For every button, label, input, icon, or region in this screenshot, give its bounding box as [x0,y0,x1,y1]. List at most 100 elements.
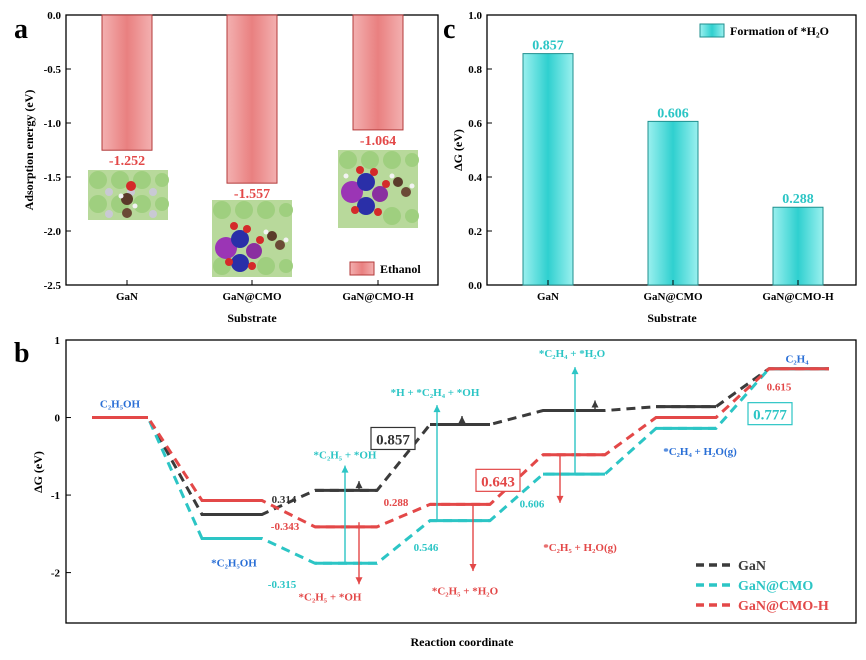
panel-a-x-axis-label: Substrate [227,311,277,325]
panel-b-legend-label: GaN@CMO-H [738,599,829,614]
panel-a-x-tick-label: GaN [116,291,138,303]
panel-c: c 0.0 0.2 0.4 0.6 0.8 1.0 0.857 0.606 0.288 GaN… [443,10,857,325]
arrow-gan-small-head [355,481,363,489]
panel-c-bars: 0.857 0.606 0.288 [522,39,824,286]
panel-letter-c: c [443,14,455,45]
panel-a-y-tick-label: -2.0 [44,226,62,238]
panel-a-value-label: -1.064 [360,134,396,149]
panel-b-y-ticks: 1 0 -1 -2 [51,335,71,580]
panel-a-y-tick-label: -0.5 [44,64,62,76]
panel-c-x-tick-label: GaN@CMO [643,291,703,303]
structure-inset-gan-cmo-h [338,150,419,228]
boxed-value-0643-frame [475,468,521,492]
panel-a-x-tick-label: GaN@CMO-H [342,291,414,303]
panel-c-x-axis-label: Substrate [647,311,697,325]
panel-b-x-axis-label: Reaction coordinate [411,635,515,649]
panel-c-x-tick-label: GaN [537,291,559,303]
panel-c-legend: Formation of *H₂O [699,23,829,38]
arrow-c2h5-h2o-g-head [556,495,564,503]
panel-c-x-tick-label: GaN@CMO-H [762,291,834,303]
panel-a-bars: -1.252 -1.557 -1.064 [101,14,404,202]
label-start-ethanol: C₂H₅OH [100,399,141,411]
structure-inset-gan-cmo [212,200,293,277]
arrow-c2h5-oh-cyan-head [341,465,349,473]
label-end-ethylene: C₂H₄ [785,354,809,366]
panel-b-legend-label: GaN@CMO [738,579,813,594]
label-c2h4-h2o: *C₂H₄ + *H₂O [539,348,606,360]
panel-b-y-tick-label: 0 [55,413,61,425]
panel-c-y-tick-label: 0.4 [468,172,482,184]
panel-a-value-label: -1.557 [234,187,270,202]
panel-a: a 0.0-0.5-1.0-1.5-2.0-2.5 -1.252-1.557-1… [14,10,439,325]
panel-a-legend-swatch [349,261,375,276]
panel-a-x-ticks: GaN GaN@CMO GaN@CMO-H [116,280,414,303]
panel-c-value-label: 0.606 [657,106,689,121]
panel-a-x-tick-label: GaN@CMO [222,291,282,303]
panel-b-legend: GaN GaN@CMO GaN@CMO-H [696,559,829,614]
label-c2h5-oh-cyan: *C₂H₅ + *OH [314,450,377,462]
panel-a-y-tick-label: -2.5 [44,280,62,292]
panel-b-y-tick-label: -2 [51,568,61,580]
panel-c-y-tick-label: 0.0 [468,280,482,292]
panel-a-y-tick-label: -1.0 [44,118,62,130]
panel-c-value-label: 0.857 [532,39,564,54]
panel-a-y-ticks: 0.0 -0.5 -1.0 -1.5 -2.0 -2.5 [44,10,71,292]
panel-a-bar-1 [101,14,153,151]
arrow-gan-small-2-head [458,415,466,423]
panel-letter-b: b [14,338,30,369]
boxed-value-0777: 0.777 [753,408,787,424]
panel-c-bar-2 [647,120,699,286]
panel-c-x-ticks: GaN GaN@CMO GaN@CMO-H [537,280,834,303]
boxed-value-0777-frame [747,402,793,426]
panel-b-axes-frame [65,339,857,624]
panel-a-bar-3 [352,14,404,131]
label-c2h4-h2o-g: *C₂H₄ + H₂O(g) [663,446,737,458]
arrow-c2h5-h2o-head [469,564,477,572]
value-0288: 0.288 [384,497,409,509]
panel-c-y-tick-label: 0.8 [468,64,482,76]
panel-b-y-tick-label: -1 [51,490,60,502]
boxed-value-0643: 0.643 [481,474,515,490]
arrow-c2h4-h2o-head [571,367,579,375]
panel-c-value-label: 0.288 [782,192,814,207]
panel-b-annotations: C₂H₅OH *C₂H₅OH C₂H₄ *C₂H₅ + *OH *C₂H₅ + *OH *… [100,348,809,603]
panel-b-series [92,367,829,565]
boxed-value-0857-frame [370,426,416,451]
panel-c-y-tick-label: 0.6 [468,118,482,130]
value-0615: 0.615 [767,381,792,393]
arrow-h-c2h4-oh-head [433,405,441,413]
panel-a-y-tick-label: -1.5 [44,172,62,184]
value-0314: 0.314 [272,494,297,506]
value-0606: 0.606 [520,498,545,510]
label-c2h5-oh-red: *C₂H₅ + *OH [299,592,362,604]
panel-c-bar-3 [772,206,824,286]
label-c2h5-h2o-g: *C₂H₅ + H₂O(g) [543,542,617,554]
panel-c-y-ticks: 0.0 0.2 0.4 0.6 0.8 1.0 [468,10,492,292]
panel-a-bar-2 [226,14,278,184]
panel-b-y-axis-label: ΔG (eV) [31,451,45,493]
panel-c-y-tick-label: 1.0 [468,10,482,22]
panel-a-legend-label: Ethanol [380,262,421,276]
value-m0315: -0.315 [268,579,297,591]
panel-a-y-tick-label: 0.0 [47,10,61,22]
panel-letter-a: a [14,14,28,45]
panel-a-legend: Ethanol [349,261,421,276]
value-m0343: -0.343 [271,521,300,533]
panel-c-legend-swatch [699,23,725,38]
panel-b: b 1 0 -1 -2 C₂H₅OH *C₂H₅OH C₂H₄ *C₂H₅ + *OH *C₂… [14,335,857,649]
label-h-c2h4-oh: *H + *C₂H₄ + *OH [391,387,480,399]
structure-inset-gan [88,170,169,220]
value-0546: 0.546 [414,542,439,554]
arrow-c2h5-oh-red-head [355,577,363,585]
arrow-gan-small-3-head [591,400,599,408]
boxed-value-0857: 0.857 [376,432,410,448]
panel-b-y-tick-label: 1 [55,335,61,347]
panel-c-legend-label: Formation of *H₂O [730,24,829,38]
panel-a-value-label: -1.252 [109,154,145,169]
panel-c-y-axis-label: ΔG (eV) [451,129,465,171]
label-adsorbed-ethanol: *C₂H₅OH [211,557,257,569]
panel-c-y-tick-label: 0.2 [468,226,482,238]
panel-a-y-axis-label: Adsorption energy (eV) [22,90,36,211]
panel-b-legend-label: GaN [738,559,766,574]
